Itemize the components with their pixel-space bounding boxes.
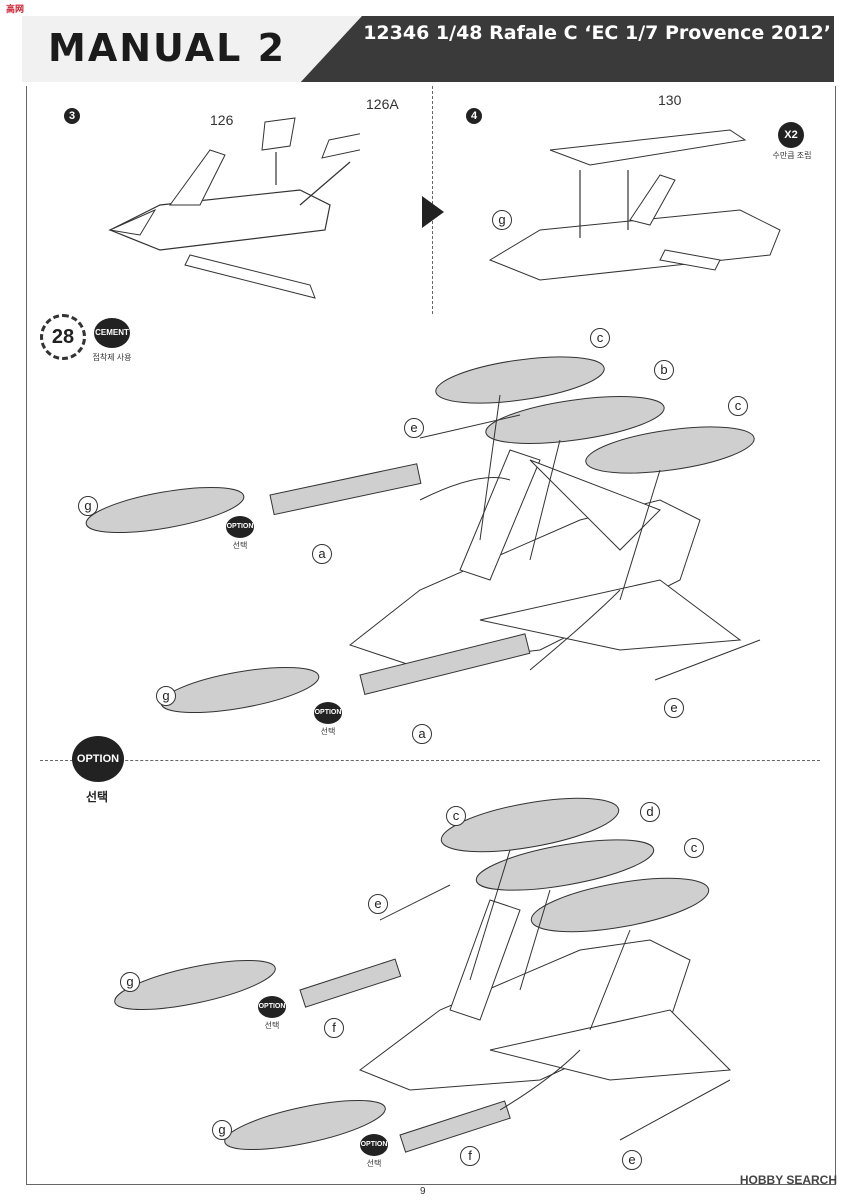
cement-note: 접착제 사용 [92, 353, 132, 362]
option-part-g-label: g [120, 972, 140, 992]
option-note: 선택 [232, 541, 248, 550]
option-part-e-label: e [368, 894, 388, 914]
option-section-badge-small-2: OPTION [360, 1134, 388, 1156]
part-c-label-2: c [728, 396, 748, 416]
option-drawing [114, 797, 732, 1153]
part-g-label-2: g [156, 686, 176, 706]
cement-badge: CEMENT [94, 318, 130, 348]
option-part-f-label-2: f [460, 1146, 480, 1166]
step-3-drawing [108, 117, 360, 299]
option-divider [40, 760, 820, 761]
option-note-2: 선택 [320, 727, 336, 736]
step-3-number: 3 [64, 108, 80, 124]
option-part-f-label: f [324, 1018, 344, 1038]
part-b-label: b [654, 360, 674, 380]
option-section-badge: OPTION [72, 736, 124, 782]
part-a-label-2: a [412, 724, 432, 744]
option-part-c-label: c [446, 806, 466, 826]
quantity-note: 수만큼 조립 [772, 151, 812, 160]
option-part-g-label-2: g [212, 1120, 232, 1140]
part-g-label: g [78, 496, 98, 516]
site-watermark: 高网 [6, 4, 25, 14]
subassembly-g-label: g [492, 210, 512, 230]
quantity-badge: X2 [778, 122, 804, 148]
next-arrow-icon [422, 196, 444, 228]
step-28-drawing [85, 356, 761, 714]
source-watermark: HOBBY SEARCH [739, 1173, 837, 1187]
option-part-d-label: d [640, 802, 660, 822]
part-a-label: a [312, 544, 332, 564]
option-section-badge-small: OPTION [258, 996, 286, 1018]
option-section-note-small: 선택 [264, 1021, 280, 1030]
option-part-c-label-2: c [684, 838, 704, 858]
option-section-note-small-2: 선택 [366, 1159, 382, 1168]
kit-title: 12346 1/48 Rafale C ‘EC 1/7 Provence 201… [363, 22, 831, 44]
option-badge-2: OPTION [314, 702, 342, 724]
part-126-label: 126 [210, 112, 234, 128]
part-130-label: 130 [658, 92, 682, 108]
step-4-number: 4 [466, 108, 482, 124]
page-frame [26, 86, 836, 1185]
option-section-note: 선택 [86, 790, 109, 804]
option-part-e-label-2: e [622, 1150, 642, 1170]
part-e-label-2: e [664, 698, 684, 718]
option-badge: OPTION [226, 516, 254, 538]
part-126a-label: 126A [366, 96, 399, 112]
page-title: MANUAL 2 [48, 26, 287, 70]
step-28-number: 28 [40, 314, 86, 360]
page-number: 9 [420, 1186, 426, 1197]
header-title-plate [22, 16, 362, 82]
part-e-label: e [404, 418, 424, 438]
step-4-drawing [488, 129, 781, 281]
part-c-label: c [590, 328, 610, 348]
